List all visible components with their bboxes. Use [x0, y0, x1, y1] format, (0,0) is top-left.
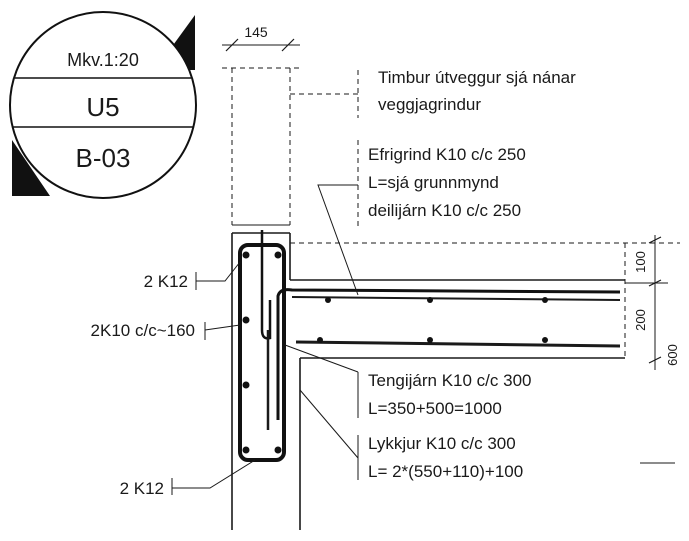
- dim-200: 200: [633, 309, 648, 331]
- rebar-dot: [542, 297, 548, 303]
- top-bars-note-line3: deilijárn K10 c/c 250: [368, 201, 521, 220]
- wall-width-tick-right: [281, 38, 295, 52]
- rebar-top-label: 2 K12: [144, 272, 188, 291]
- rebar-dot: [274, 251, 282, 259]
- tie-bars-note-line1: Tengijárn K10 c/c 300: [368, 371, 532, 390]
- loops-note-line2: L= 2*(550+110)+100: [368, 462, 523, 481]
- rebar-dot: [242, 316, 250, 324]
- tie-bars-leader: [284, 344, 359, 373]
- title-block-bottom-left-triangle: [12, 140, 50, 196]
- timber-wall-note-line1: Timbur útveggur sjá nánar: [378, 68, 576, 87]
- annotations: Timbur útveggur sjá nánar veggjagrindur …: [91, 68, 577, 498]
- leader-lines: [171, 140, 675, 495]
- loops-leader: [299, 389, 359, 459]
- rebar-dot: [427, 297, 433, 303]
- rebar-dot: [325, 297, 331, 303]
- dim-100: 100: [633, 251, 648, 273]
- inner-hook-bar: [260, 230, 272, 340]
- detail-id-label: U5: [86, 92, 119, 122]
- top-bars-note-line2: L=sjá grunnmynd: [368, 173, 499, 192]
- loops-note-line1: Lykkjur K10 c/c 300: [368, 434, 516, 453]
- rebar-dot: [542, 337, 548, 343]
- dim-tick-top: [648, 236, 662, 244]
- rebar-bottom-label: 2 K12: [120, 479, 164, 498]
- top-bars-leader: [317, 184, 359, 296]
- rebar-dot: [242, 381, 250, 389]
- top-slab-bar: [276, 288, 621, 420]
- top-slab-bar-2: [291, 296, 621, 301]
- right-dimensions: 100 200 600: [625, 235, 680, 370]
- dim-tick-low: [648, 356, 662, 364]
- concrete-section: [231, 232, 680, 530]
- dim-600: 600: [665, 344, 680, 366]
- scale-label: Mkv.1:20: [67, 50, 139, 70]
- timber-wall-note-line2: veggjagrindur: [378, 95, 481, 114]
- wall-width-value: 145: [244, 24, 268, 40]
- sheet-ref-label: B-03: [76, 143, 131, 173]
- rebar-bottom-leader: [171, 459, 256, 495]
- timber-wall-outline: [222, 67, 359, 226]
- wall-width-tick-left: [225, 38, 239, 52]
- bottom-slab-bar: [295, 340, 621, 348]
- rebar-top-leader: [195, 261, 241, 290]
- rebar-dots: [242, 251, 548, 454]
- tie-bars-note-line2: L=350+500=1000: [368, 399, 502, 418]
- rebar-dot: [317, 337, 323, 343]
- rebar-dot: [274, 446, 282, 454]
- title-block: Mkv.1:20 U5 B-03: [9, 11, 197, 199]
- rebar-dot: [427, 337, 433, 343]
- rebar-side-leader: [204, 322, 241, 340]
- rebar-side-label: 2K10 c/c~160: [91, 321, 195, 340]
- rebar-dot: [242, 446, 250, 454]
- title-block-circle: [9, 11, 197, 199]
- wall-width-dimension: 145: [222, 24, 300, 52]
- top-bars-note-line1: Efrigrind K10 c/c 250: [368, 145, 526, 164]
- reinforcement: [238, 230, 621, 462]
- rebar-dot: [242, 251, 250, 259]
